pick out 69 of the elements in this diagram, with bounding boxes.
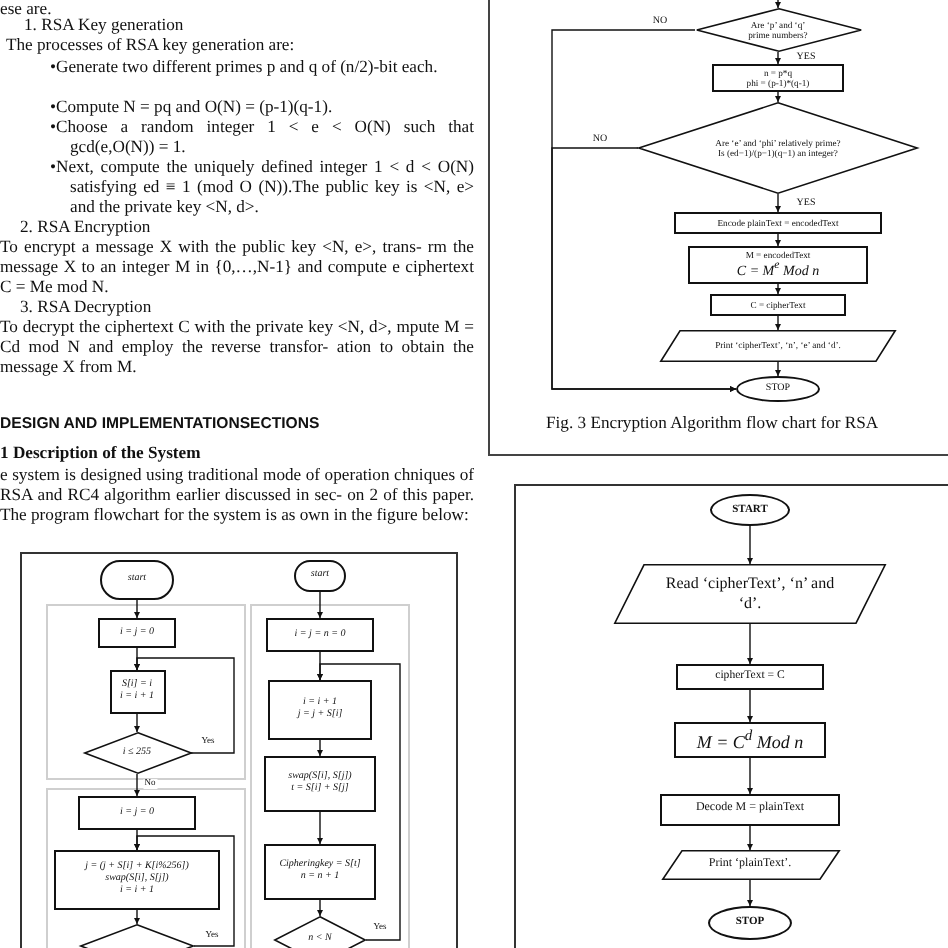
arrow [774, 233, 782, 247]
terminal-shape [294, 560, 346, 592]
figure-frame [488, 0, 948, 456]
process-box [268, 680, 372, 740]
paragraph: The processes of RSA key generation are: [6, 34, 295, 54]
arrow [316, 663, 401, 941]
list-heading: 1. RSA Key generation [24, 14, 184, 34]
arrow [133, 599, 141, 619]
process-box [264, 844, 376, 900]
decision-diamond [695, 8, 861, 52]
arrow [133, 713, 141, 733]
process-box [266, 618, 374, 652]
arrow [774, 193, 782, 213]
arrow [746, 879, 754, 907]
step-text: M = C$^{d}$ Mod n [696, 726, 804, 754]
process-box [674, 722, 826, 758]
list-heading: 3. RSA Decryption [20, 296, 152, 316]
arrow [774, 91, 782, 103]
decision-diamond [83, 732, 191, 774]
text-fragment: ese are. [0, 1, 52, 16]
arrow [133, 657, 235, 754]
list-item: •Generate two different primes p and q of (n/2)-bit each. [50, 56, 440, 76]
process-box [712, 64, 844, 92]
arrow [133, 835, 235, 947]
process-box [264, 756, 376, 812]
arrow [551, 147, 737, 393]
io-parallelogram [661, 850, 839, 880]
arrow [316, 899, 324, 917]
paragraph: e system is designed using traditional mode of operation chniques of RSA and RC4 algorithm earlier discussed in sec- on 2 of this paper. The program flowchart for the system is as own in the figure below: [0, 464, 474, 524]
process-box [676, 664, 824, 690]
arrow [746, 525, 754, 565]
terminal-oval [710, 494, 790, 526]
arrow [774, 283, 782, 295]
terminal-oval [736, 376, 820, 402]
arrow [316, 739, 324, 757]
io-parallelogram [660, 330, 896, 362]
list-item: •Next, compute the uniquely defined integer 1 < d < O(N) satisfying ed ≡ 1 (mod O (N)).The public key is <N, e> and the private key <N, d>. [50, 156, 474, 216]
process-box [78, 796, 196, 830]
arrow [774, 361, 782, 377]
process-box [710, 294, 846, 316]
process-box [660, 794, 840, 826]
subsection-heading: 1 Description of the System [0, 442, 201, 462]
arrow [774, 315, 782, 331]
arrow [133, 909, 141, 925]
terminal-oval [708, 906, 792, 940]
process-box [109, 670, 165, 714]
paragraph: To encrypt a message X with the public key <N, e>, trans- rm the message X to an integer M in {0,…,N-1} and compute e ciphertext C = Me mod N. [0, 236, 474, 296]
process-box [54, 850, 220, 910]
paragraph: To decrypt the ciphertext C with the private key <N, d>, mpute M = Cd mod N and employ the reverse transfor- ation to obtain the message X from M. [0, 316, 474, 376]
process-box [674, 212, 882, 234]
io-text: Read ‘cipherText’, ‘n’ and ‘d’. [663, 574, 837, 614]
terminal-shape [100, 560, 174, 600]
figure-caption: Fig. 3 Encryption Algorithm flow chart for RSA [546, 412, 879, 433]
process-box [98, 618, 176, 648]
arrow [316, 591, 324, 619]
arrow [316, 811, 324, 845]
process-box [688, 246, 868, 284]
arrow [746, 757, 754, 795]
list-heading: 2. RSA Encryption [20, 216, 151, 236]
arrow [133, 773, 141, 797]
io-parallelogram [614, 564, 886, 624]
arrow [746, 825, 754, 851]
list-item: •Choose a random integer 1 < e < O(N) such that gcd(e,O(N)) = 1. [50, 116, 474, 156]
arrow [774, 51, 782, 65]
arrow [774, 0, 782, 9]
arrow [746, 623, 754, 665]
list-item: •Compute N = pq and O(N) = (p-1)(q-1). [50, 96, 333, 116]
decision-diamond [638, 102, 918, 194]
arrow [746, 689, 754, 723]
